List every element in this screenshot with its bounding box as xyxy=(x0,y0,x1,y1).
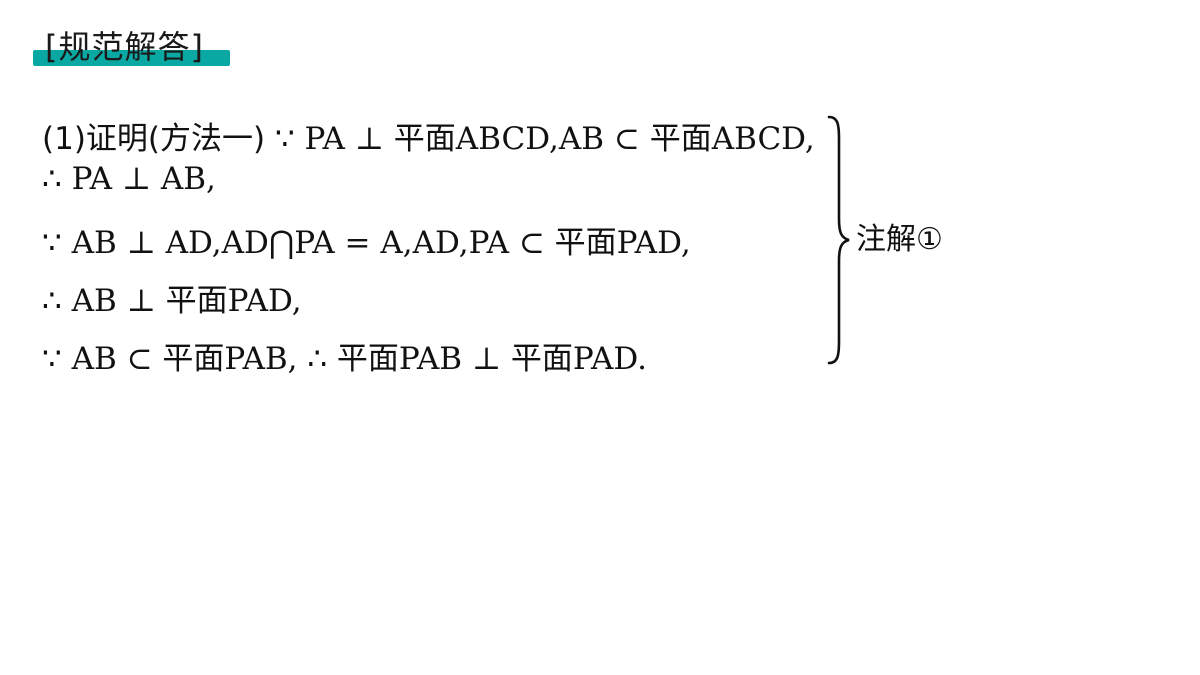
proof-line-2: ∴ PA ⊥ AB, xyxy=(42,161,216,197)
right-curly-brace xyxy=(827,115,850,365)
proof-math: ∵ PA ⊥ 平面ABCD,AB ⊂ 平面ABCD, xyxy=(274,121,815,157)
proof-math: ∵ AB ⊂ 平面PAB, ∴ 平面PAB ⊥ 平面PAD. xyxy=(42,341,647,377)
proof-line-1: (1)证明(方法一) ∵ PA ⊥ 平面ABCD,AB ⊂ 平面ABCD, xyxy=(42,113,815,158)
proof-line-3: ∵ AB ⊥ AD,AD⋂PA = A,AD,PA ⊂ 平面PAD, xyxy=(42,217,691,262)
proof-line-5: ∵ AB ⊂ 平面PAB, ∴ 平面PAB ⊥ 平面PAD. xyxy=(42,333,647,378)
proof-line-4: ∴ AB ⊥ 平面PAD, xyxy=(42,275,302,320)
header-accent-bar xyxy=(33,50,230,66)
proof-math: ∵ AB ⊥ AD,AD⋂PA = A,AD,PA ⊂ 平面PAD, xyxy=(42,225,691,261)
proof-math: ∴ AB ⊥ 平面PAD, xyxy=(42,283,302,319)
proof-lead: (1)证明(方法一) xyxy=(42,121,275,157)
proof-math: ∴ PA ⊥ AB, xyxy=(42,161,216,197)
section-title: [规范解答] xyxy=(45,28,204,66)
annotation-label: 注解① xyxy=(856,222,943,257)
section-header: [规范解答] xyxy=(33,26,233,70)
